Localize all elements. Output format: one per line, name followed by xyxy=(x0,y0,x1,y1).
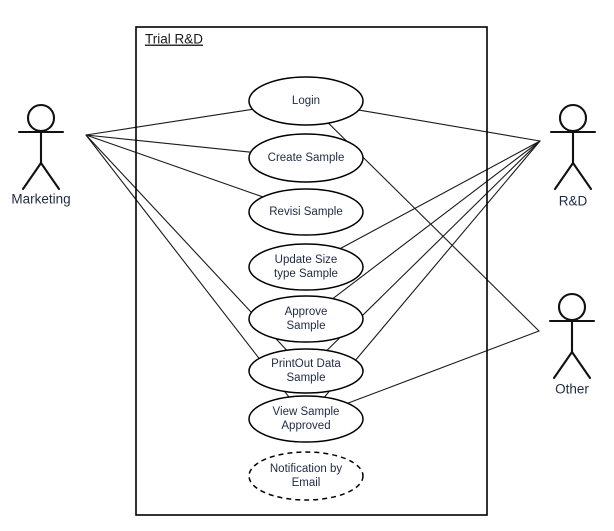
actor-marketing[interactable]: Marketing xyxy=(11,103,71,207)
actor-label-rnd: R&D xyxy=(559,194,588,209)
use-case-label-updatesize: Update Size xyxy=(275,254,338,266)
actor-leg-left-line xyxy=(21,161,43,191)
use-case-label-viewsample: View Sample xyxy=(273,406,340,418)
actor-head-icon xyxy=(26,103,56,133)
use-case-label-printout: PrintOut Data xyxy=(271,358,341,370)
actor-leg-right-line xyxy=(39,161,61,191)
use-case-ellipse-revisi[interactable] xyxy=(248,188,364,236)
use-case-ellipse-printout[interactable] xyxy=(248,348,364,394)
use-case-updatesize[interactable]: Update Size type Sample xyxy=(248,243,364,291)
use-case-label-approve: Sample xyxy=(287,320,326,332)
use-case-ellipse-create[interactable] xyxy=(248,133,364,183)
actor-leg-right-line xyxy=(570,350,592,380)
association-other-to-viewsample xyxy=(347,330,540,404)
use-case-label-notify: Email xyxy=(292,477,321,489)
actor-rnd[interactable]: R&D xyxy=(549,103,597,209)
use-case-ellipse-viewsample[interactable] xyxy=(248,395,364,443)
association-rnd-to-login xyxy=(358,109,541,142)
use-case-label-approve: Approve xyxy=(285,306,328,318)
system-boundary-title: Trial R&D xyxy=(145,32,203,47)
actor-leg-right-line xyxy=(571,161,593,191)
use-case-label-notify: Notification by xyxy=(270,463,342,475)
use-case-notify[interactable]: Notification by Email xyxy=(248,451,364,501)
association-marketing-to-revisi xyxy=(85,134,264,198)
use-case-label-login: Login xyxy=(292,95,320,107)
actor-leg-left-line xyxy=(553,161,575,191)
association-marketing-to-viewsample xyxy=(85,134,290,398)
actor-label-other: Other xyxy=(555,382,589,397)
actors-layer: Marketing R&D Other xyxy=(11,103,597,397)
actor-label-marketing: Marketing xyxy=(11,192,70,207)
association-rnd-to-viewsample xyxy=(323,140,541,398)
actor-head-icon xyxy=(557,292,587,322)
system-boundary-layer: Trial R&D xyxy=(135,26,488,516)
use-case-label-create: Create Sample xyxy=(268,152,345,164)
use-case-login[interactable]: Login xyxy=(248,76,364,126)
use-case-create[interactable]: Create Sample xyxy=(248,133,364,183)
association-lines-layer xyxy=(85,108,541,404)
use-case-ellipse-login[interactable] xyxy=(248,76,364,126)
association-marketing-to-login xyxy=(85,108,254,136)
actor-head-icon xyxy=(558,103,588,133)
use-case-label-revisi: Revisi Sample xyxy=(269,206,343,218)
system-boundary-box xyxy=(135,26,488,516)
use-case-ellipse-approve[interactable] xyxy=(248,295,364,343)
use-case-label-updatesize: type Sample xyxy=(274,268,338,280)
use-case-ellipse-updatesize[interactable] xyxy=(248,243,364,291)
actor-other[interactable]: Other xyxy=(548,292,596,397)
use-case-label-printout: Sample xyxy=(287,372,326,384)
actor-leg-left-line xyxy=(552,350,574,380)
use-case-label-viewsample: Approved xyxy=(281,420,330,432)
association-rnd-to-approve xyxy=(332,140,541,300)
use-case-revisi[interactable]: Revisi Sample xyxy=(248,188,364,236)
use-case-ellipse-notify[interactable] xyxy=(248,451,364,501)
association-rnd-to-updatesize xyxy=(339,140,541,250)
association-marketing-to-create xyxy=(85,134,252,153)
